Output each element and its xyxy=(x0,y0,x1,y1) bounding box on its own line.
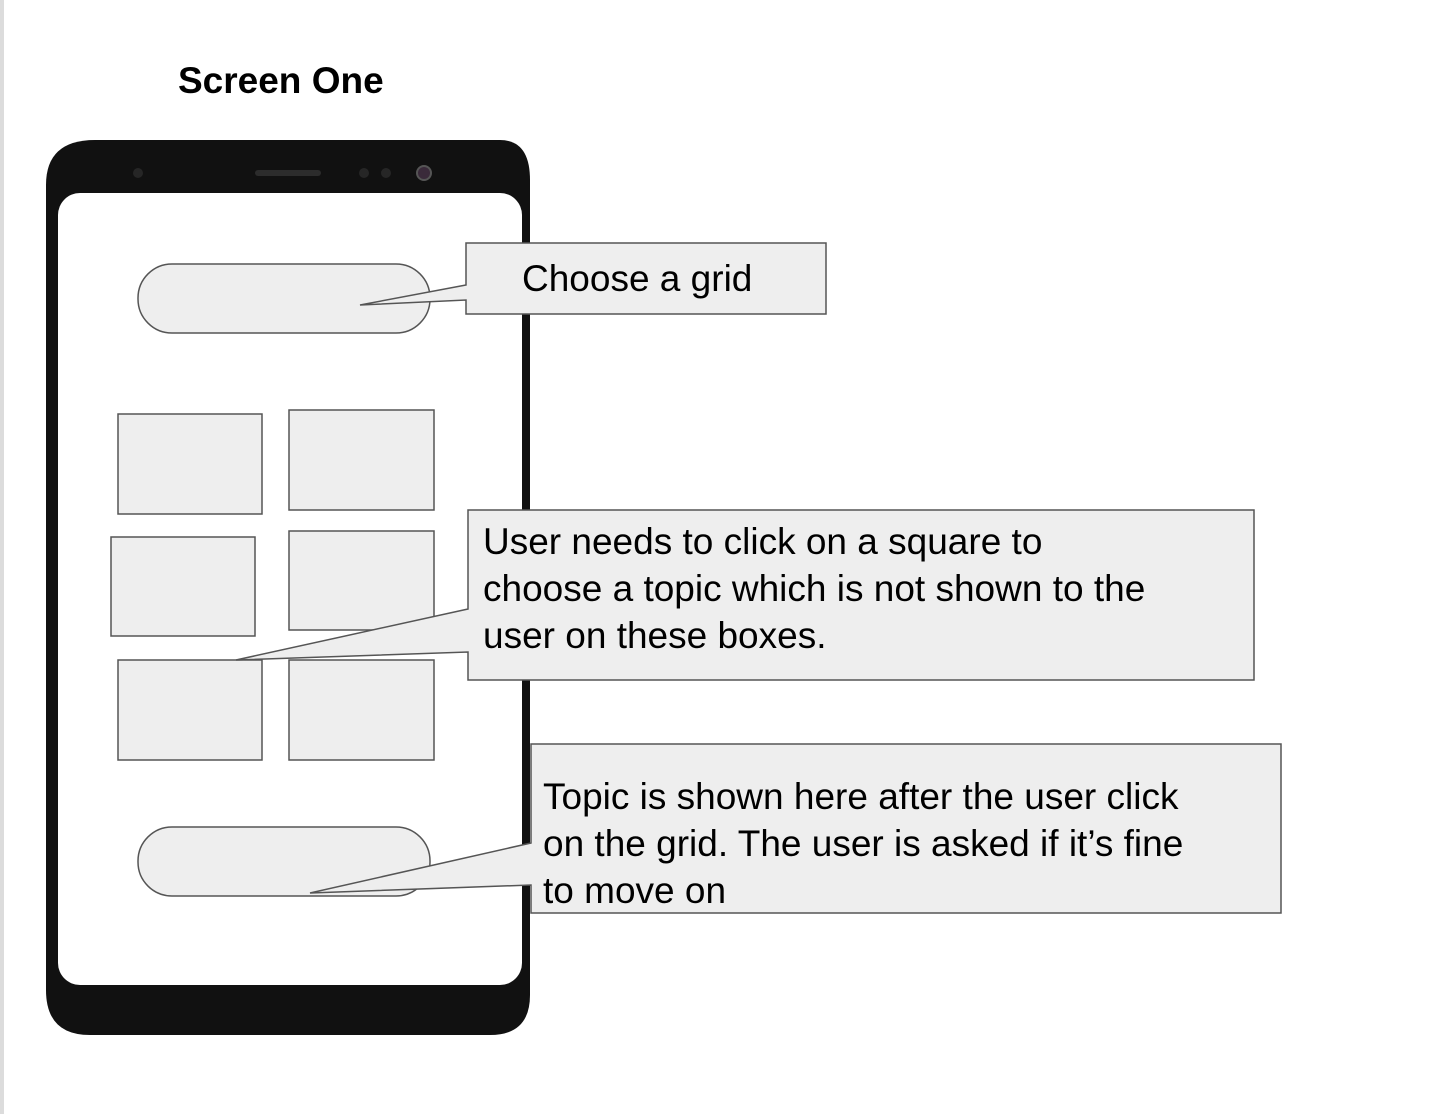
speaker-grille xyxy=(255,170,321,176)
callout-square-instruction xyxy=(235,509,1255,681)
camera-icon xyxy=(416,165,432,181)
callout-topic-display-line: Topic is shown here after the user click xyxy=(543,776,1179,817)
topic-grid xyxy=(110,409,435,761)
callout-square-instruction-line: User needs to click on a square to xyxy=(483,521,1043,562)
grid-square[interactable] xyxy=(288,530,435,631)
topic-display-field xyxy=(137,826,431,897)
grid-square[interactable] xyxy=(288,409,435,511)
grid-square[interactable] xyxy=(110,536,256,637)
sensor-dot xyxy=(133,168,143,178)
callout-topic-display xyxy=(309,743,1282,914)
sensor-dot xyxy=(381,168,391,178)
grid-square[interactable] xyxy=(117,659,263,761)
callout-topic-display-line: on the grid. The user is asked if it’s f… xyxy=(543,823,1184,864)
callout-grid-prompt xyxy=(359,242,827,315)
callout-topic-display-line: to move on xyxy=(543,870,727,911)
sensor-dot xyxy=(359,168,369,178)
grid-square[interactable] xyxy=(288,659,435,761)
grid-square[interactable] xyxy=(117,413,263,515)
callout-square-instruction-line: user on these boxes. xyxy=(483,615,827,656)
page-title: Screen One xyxy=(178,60,384,101)
callout-square-instruction-line: choose a topic which is not shown to the xyxy=(483,568,1146,609)
grid-choice-field[interactable] xyxy=(137,263,431,334)
callout-grid-prompt-text: Choose a grid xyxy=(522,258,753,299)
page-left-border xyxy=(0,0,4,1114)
